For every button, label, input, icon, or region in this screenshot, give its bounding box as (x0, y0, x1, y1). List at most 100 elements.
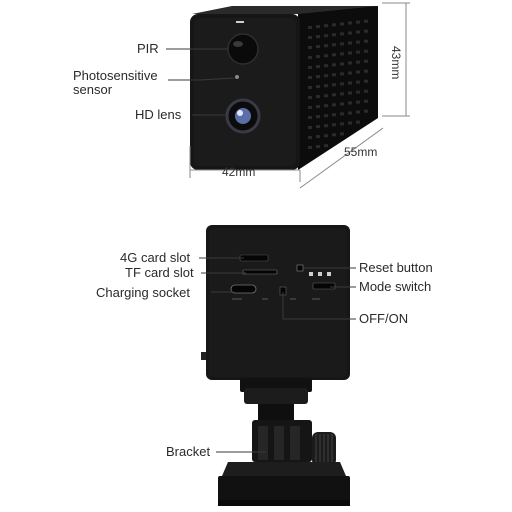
vent-slot (332, 23, 336, 27)
vent-slot (340, 112, 344, 116)
vent-slot (324, 54, 328, 58)
vent-slot (316, 75, 320, 79)
vent-slot (308, 36, 312, 39)
label-pir: PIR (137, 41, 159, 56)
status-led (236, 21, 244, 23)
vent-slot (364, 39, 368, 43)
bracket-base-top (222, 462, 346, 476)
vent-slot (364, 109, 368, 113)
camera-back-bezel (209, 228, 347, 377)
vent-slot (340, 62, 344, 66)
vent-slot (356, 90, 360, 94)
vent-slot (348, 21, 352, 25)
mode-switch (312, 282, 336, 290)
dimension-height: 43mm (389, 46, 403, 79)
vent-slot (316, 145, 320, 149)
vent-slot (308, 106, 312, 109)
bracket-ring (244, 388, 308, 404)
vent-slot (356, 120, 360, 124)
vent-slot (348, 71, 352, 75)
bracket-fork-left (258, 426, 268, 460)
vent-slot (316, 125, 320, 129)
vent-slot (356, 70, 360, 74)
vent-slot (340, 92, 344, 96)
vent-slot (340, 102, 344, 106)
vent-slot (364, 99, 368, 103)
vent-slot (356, 110, 360, 114)
vent-slot (364, 49, 368, 53)
vent-slot (356, 50, 360, 54)
bracket-column (258, 404, 294, 422)
charging-socket (230, 284, 257, 294)
vent-slot (308, 26, 312, 29)
pir-sensor (227, 33, 259, 65)
vent-slot (348, 121, 352, 125)
label-photosensitive-line1: Photosensitive (73, 68, 158, 83)
pir-highlight (233, 41, 243, 47)
vent-slot (340, 22, 344, 26)
vent-slot (356, 20, 360, 24)
vent-slot (316, 25, 320, 29)
vent-slot (332, 103, 336, 107)
vent-slot (308, 136, 312, 139)
vent-slot (316, 135, 320, 139)
vent-slot (348, 51, 352, 55)
dimension-depth: 55mm (344, 145, 377, 159)
vent-slot (324, 94, 328, 98)
vent-slot (324, 84, 328, 88)
vent-slot (348, 111, 352, 115)
dimension-lines (189, 2, 410, 189)
vent-slot (308, 76, 312, 79)
front-bezel (194, 18, 296, 166)
hd-lens-reflection (237, 110, 243, 116)
vent-slot (324, 74, 328, 78)
vent-slot (364, 59, 368, 63)
vent-slot (324, 134, 328, 138)
vent-slot (316, 105, 320, 109)
vent-slot (340, 132, 344, 136)
bracket-base-edge (218, 500, 350, 506)
slot-4g-card (239, 254, 269, 262)
vent-slot (364, 69, 368, 73)
vent-slot (364, 89, 368, 93)
bracket-fork-mid (274, 426, 284, 460)
vent-slot (332, 133, 336, 137)
vent-slot (356, 100, 360, 104)
knob-ridge (327, 434, 329, 464)
vent-slot (308, 126, 312, 129)
vent-slot (308, 66, 312, 69)
vent-slot (316, 65, 320, 69)
vent-slot (316, 45, 320, 49)
photosensitive-sensor (235, 75, 239, 79)
vent-slot (324, 44, 328, 48)
vent-slot (332, 113, 336, 117)
vent-slot (348, 81, 352, 85)
vent-slot (316, 115, 320, 119)
silkscreen-marks (232, 298, 320, 300)
vent-slot (308, 86, 312, 89)
side-button (201, 352, 206, 360)
dimension-width: 42mm (222, 165, 255, 179)
vent-slot (324, 34, 328, 38)
vent-slot (316, 35, 320, 39)
mode-indicator-dots (309, 272, 331, 276)
knob-ridge (319, 434, 321, 464)
vent-slot (332, 93, 336, 97)
label-charging-socket: Charging socket (96, 285, 190, 300)
vent-slot (308, 56, 312, 59)
vent-slot (348, 101, 352, 105)
vent-slot (316, 55, 320, 59)
bracket (218, 378, 350, 506)
bracket-base (218, 476, 350, 506)
vent-slot (340, 52, 344, 56)
vent-slot (364, 79, 368, 83)
vent-slot (308, 146, 312, 149)
vent-slot (356, 60, 360, 64)
bottom-leader-lines (199, 257, 356, 453)
vent-slot (340, 42, 344, 46)
vent-slot (364, 29, 368, 33)
vent-slot (364, 19, 368, 23)
vent-slot (356, 80, 360, 84)
vent-slot (332, 73, 336, 77)
